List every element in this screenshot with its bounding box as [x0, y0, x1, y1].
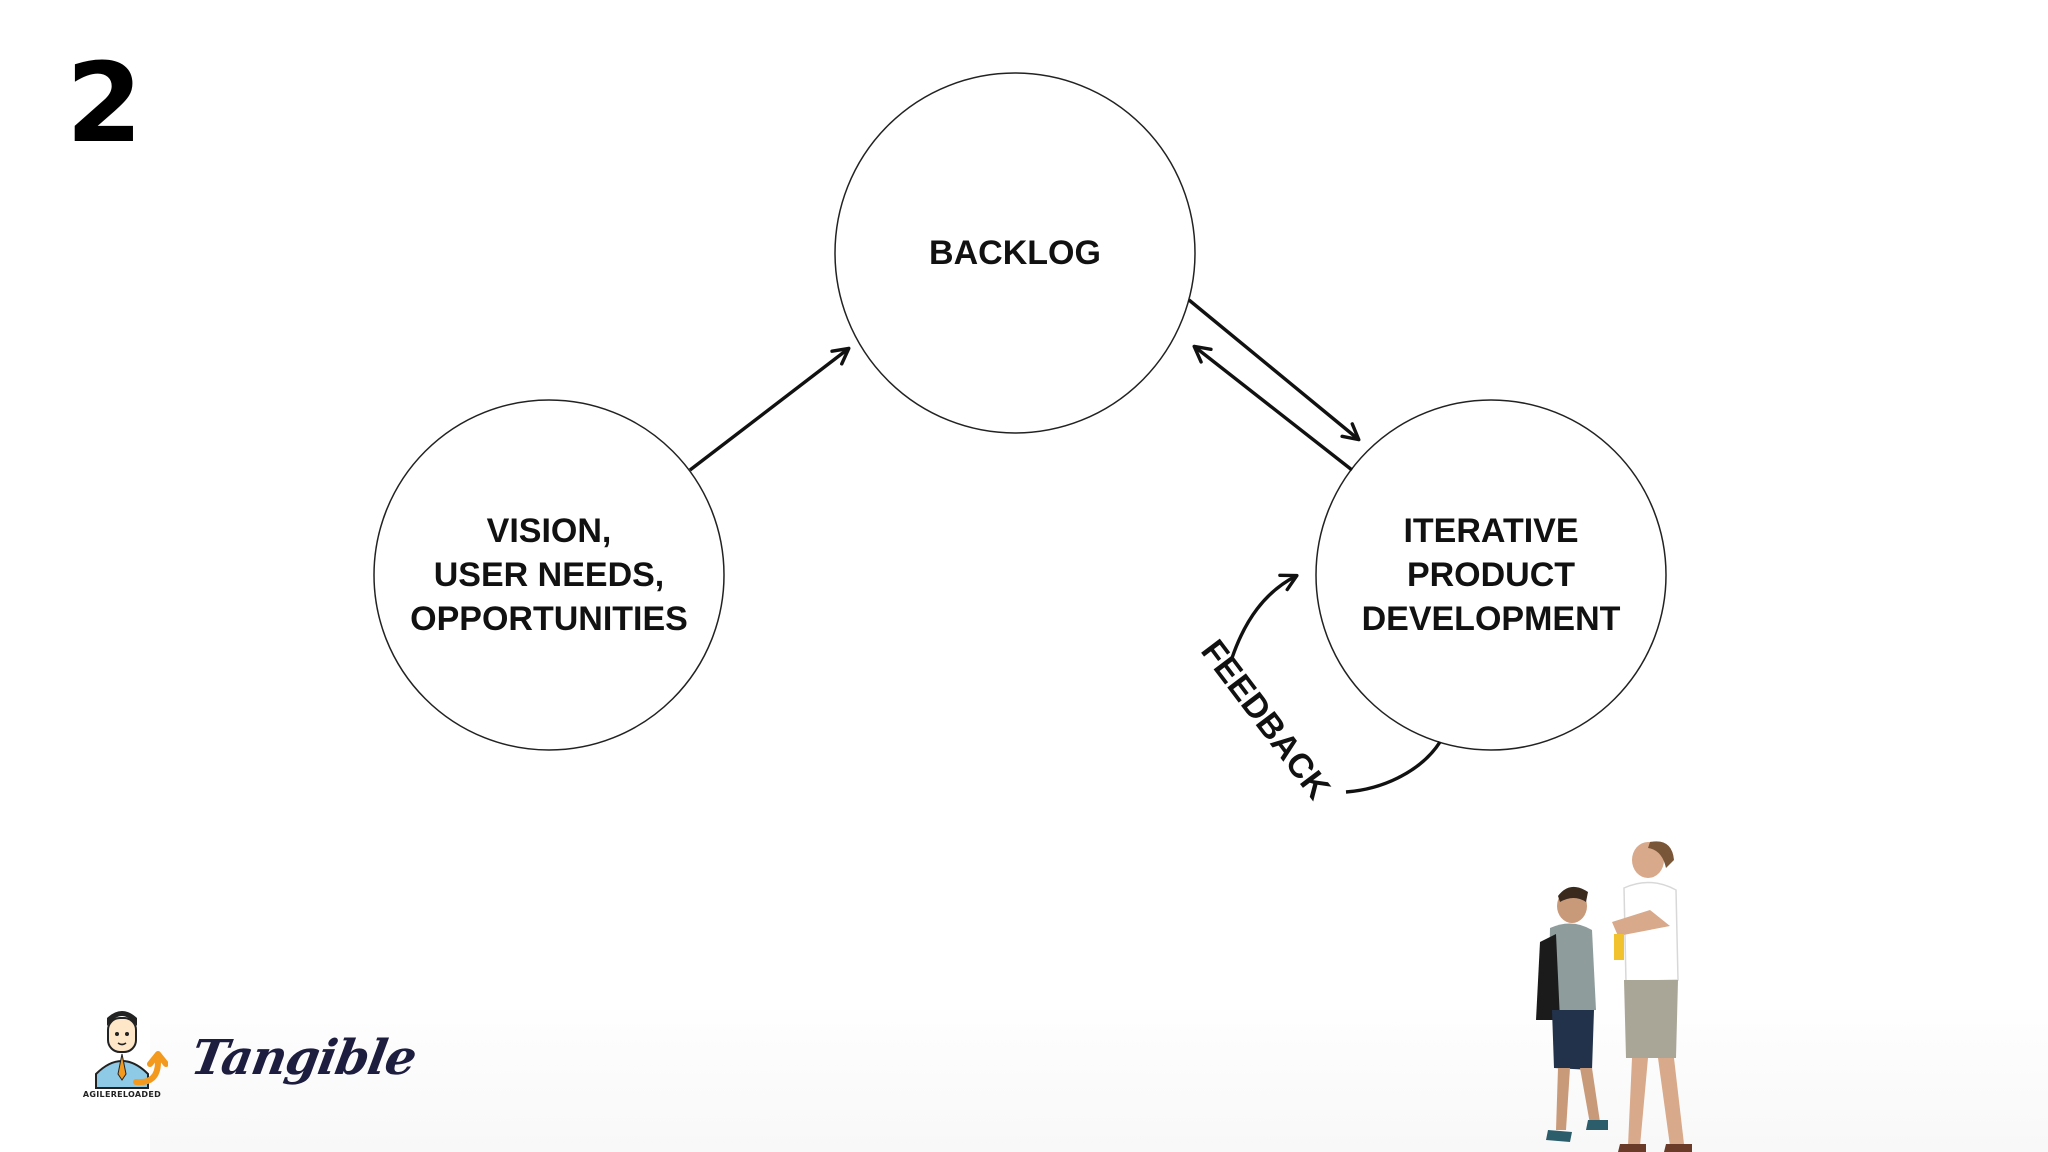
person-left: [1536, 886, 1608, 1142]
iterative-label-line: PRODUCT: [1406, 556, 1576, 594]
agile-reloaded-logo: AGILERELOADED: [76, 1004, 169, 1104]
slide-number: 2: [66, 39, 143, 167]
arrow-backlog-to-iterative: [1187, 298, 1361, 442]
backlog-label: BACKLOG: [835, 203, 1195, 303]
agile-reloaded-mascot-icon: [95, 1011, 169, 1089]
backlog-label-line: BACKLOG: [929, 234, 1101, 272]
vision-label-line: USER NEEDS,: [433, 556, 665, 594]
people-looking-up-photo: [1536, 841, 1692, 1152]
iterative-circle: [1315, 399, 1667, 751]
iterative-label-line: DEVELOPMENT: [1361, 600, 1621, 638]
arrow-iterative-to-backlog: [1192, 344, 1354, 472]
bottom-band: [150, 1010, 2048, 1152]
backlog-circle: [834, 72, 1196, 434]
feedback-arrow-bottom: [1345, 741, 1442, 794]
tangible-logo: Tangible: [187, 1030, 421, 1086]
feedback-arrow-top: [1230, 573, 1299, 659]
iterative-label: ITERATIVE PRODUCT DEVELOPMENT: [1316, 475, 1666, 675]
vision-label: VISION, USER NEEDS, OPPORTUNITIES: [374, 475, 724, 675]
agile-reloaded-wordmark: AGILERELOADED: [82, 1090, 162, 1099]
iterative-label-line: ITERATIVE: [1403, 512, 1579, 550]
vision-circle: [373, 399, 725, 751]
vision-label-line: OPPORTUNITIES: [410, 600, 688, 638]
vision-label-line: VISION,: [486, 512, 612, 550]
arrow-vision-to-backlog: [688, 346, 851, 472]
person-right: [1612, 841, 1692, 1152]
